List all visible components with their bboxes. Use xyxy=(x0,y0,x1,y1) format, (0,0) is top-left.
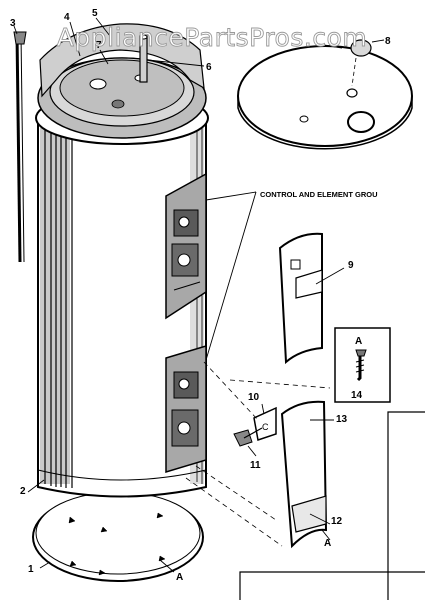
ref-a-screw-box: A xyxy=(355,336,362,347)
dip-tube xyxy=(13,31,27,263)
group-label: CONTROL AND ELEMENT GROU xyxy=(260,190,378,199)
part-9-label: 9 xyxy=(348,260,354,271)
part-12-label: 12 xyxy=(331,516,343,527)
part-13-label: 13 xyxy=(336,414,348,425)
upper-access-panel xyxy=(278,232,323,365)
part-4-label: 4 xyxy=(64,12,70,23)
part-10-label: 10 xyxy=(248,392,260,403)
leader-lines xyxy=(13,17,385,573)
upper-control-group xyxy=(165,172,207,320)
water-heater-tank xyxy=(37,121,207,498)
watermark: AppliancePartsPros.com xyxy=(57,23,367,52)
screw-box xyxy=(334,327,391,403)
part-1-label: 1 xyxy=(28,564,34,575)
ref-a-base: A xyxy=(176,572,183,583)
pipe-nipple xyxy=(139,34,148,83)
frame-lines xyxy=(239,411,425,600)
insulation xyxy=(39,23,205,98)
lower-access-panel xyxy=(280,400,328,549)
clip xyxy=(233,427,263,447)
part-3-label: 3 xyxy=(10,18,16,29)
assembly-lines xyxy=(185,361,331,547)
base-pan xyxy=(32,491,204,582)
top-cover xyxy=(237,39,413,150)
part-14-label: 14 xyxy=(351,390,363,401)
tank-top xyxy=(35,57,209,145)
part-2-label: 2 xyxy=(20,486,26,497)
lower-control-group xyxy=(165,344,207,474)
thermostat-cover: C xyxy=(253,406,277,441)
part-6-label: 6 xyxy=(206,62,212,73)
svg-text:C: C xyxy=(262,422,269,432)
part-5-label: 5 xyxy=(92,8,98,19)
part-8-label: 8 xyxy=(385,36,391,47)
part-7-label: 7 xyxy=(96,40,102,51)
part-11-label: 11 xyxy=(250,460,261,471)
ref-a-lower-panel: A xyxy=(324,538,331,549)
labels: CONTROL AND ELEMENT GROU 3 4 5 7 6 8 9 1… xyxy=(10,8,391,583)
